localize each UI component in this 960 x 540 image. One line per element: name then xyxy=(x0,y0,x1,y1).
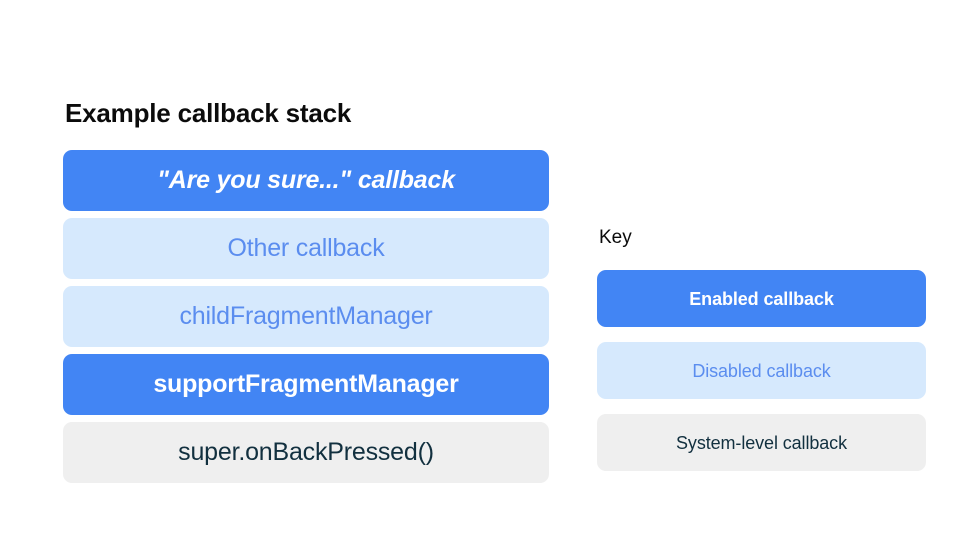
callback-stack-row-label: Other callback xyxy=(227,234,385,262)
key-legend-row-label: System-level callback xyxy=(676,432,847,453)
callback-stack-row-label: supportFragmentManager xyxy=(153,370,459,398)
key-legend-row: Enabled callback xyxy=(597,270,926,327)
callback-stack-row-label: super.onBackPressed() xyxy=(178,438,434,466)
callback-stack-row: "Are you sure..." callback xyxy=(63,150,549,211)
key-legend-row: System-level callback xyxy=(597,414,926,471)
callback-stack-row: super.onBackPressed() xyxy=(63,422,549,483)
key-legend-row: Disabled callback xyxy=(597,342,926,399)
callback-stack-row: Other callback xyxy=(63,218,549,279)
callback-stack-row-label: childFragmentManager xyxy=(179,302,433,330)
callback-stack-row-label: "Are you sure..." callback xyxy=(157,166,455,194)
callback-stack-section: Example callback stack "Are you sure..."… xyxy=(63,100,549,490)
stack-title: Example callback stack xyxy=(65,98,352,128)
key-title: Key xyxy=(599,227,632,248)
key-legend-row-label: Disabled callback xyxy=(692,360,831,381)
key-legend-row-label: Enabled callback xyxy=(689,288,834,309)
callback-stack-row: supportFragmentManager xyxy=(63,354,549,415)
callback-stack-row: childFragmentManager xyxy=(63,286,549,347)
